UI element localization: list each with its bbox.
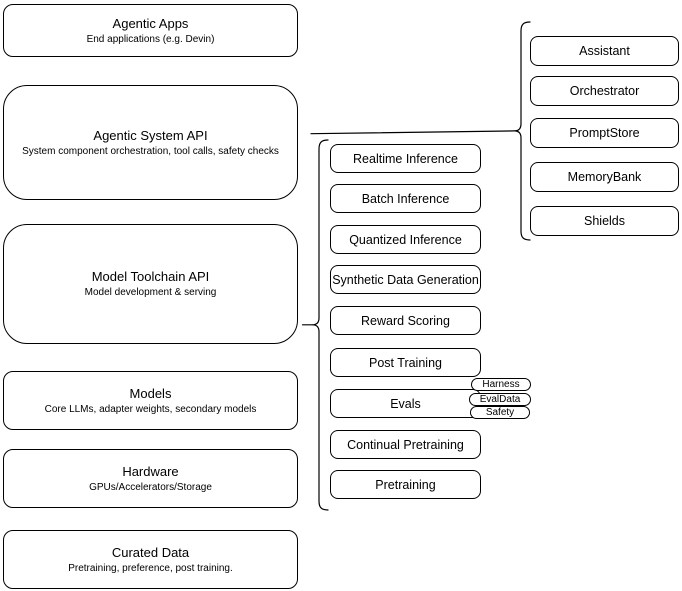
system-component-label: Assistant	[579, 44, 630, 58]
node-model-toolchain-api: Model Toolchain API Model development & …	[3, 224, 298, 344]
node-curated-data: Curated Data Pretraining, preference, po…	[3, 530, 298, 589]
node-models-title: Models	[129, 385, 172, 401]
node-agentic-system-api: Agentic System API System component orch…	[3, 85, 298, 200]
toolchain-item-label: Continual Pretraining	[347, 437, 464, 452]
system-component-label: Shields	[584, 214, 625, 228]
evals-tag-label: EvalData	[479, 394, 521, 405]
toolchain-item-synthetic-data-generation: Synthetic Data Generation	[330, 265, 481, 294]
node-agentic-apps: Agentic Apps End applications (e.g. Devi…	[3, 4, 298, 57]
toolchain-item-pretraining: Pretraining	[330, 470, 481, 499]
node-model-toolchain-api-subtitle: Model development & serving	[84, 287, 217, 298]
toolchain-item-batch-inference: Batch Inference	[330, 184, 481, 213]
node-model-toolchain-api-title: Model Toolchain API	[91, 269, 210, 284]
node-curated-data-title: Curated Data	[111, 544, 190, 560]
system-component-shields: Shields	[530, 206, 679, 236]
evals-tag-evaldata: EvalData	[469, 393, 531, 406]
node-hardware: Hardware GPUs/Accelerators/Storage	[3, 449, 298, 508]
system-component-label: PromptStore	[569, 126, 640, 140]
evals-tag-harness: Harness	[471, 378, 531, 391]
toolchain-item-label: Realtime Inference	[353, 151, 458, 166]
node-hardware-title: Hardware	[122, 463, 179, 479]
toolchain-item-continual-pretraining: Continual Pretraining	[330, 430, 481, 459]
system-component-orchestrator: Orchestrator	[530, 76, 679, 106]
toolchain-item-label: Batch Inference	[361, 191, 450, 206]
toolchain-item-label: Quantized Inference	[349, 232, 462, 247]
evals-tag-label: Harness	[482, 379, 520, 390]
brace-toolchain-items	[312, 139, 329, 511]
system-component-promptstore: PromptStore	[530, 118, 679, 148]
connector-system-api-to-components	[310, 130, 516, 135]
node-agentic-apps-subtitle: End applications (e.g. Devin)	[86, 33, 215, 45]
toolchain-item-label: Reward Scoring	[361, 313, 450, 328]
toolchain-item-realtime-inference: Realtime Inference	[330, 144, 481, 173]
toolchain-item-label: Post Training	[369, 355, 442, 370]
system-component-memorybank: MemoryBank	[530, 162, 679, 192]
toolchain-item-quantized-inference: Quantized Inference	[330, 225, 481, 254]
toolchain-item-label: Synthetic Data Generation	[332, 272, 479, 287]
brace-system-components	[514, 21, 531, 241]
toolchain-item-evals: Evals	[330, 389, 481, 418]
node-hardware-subtitle: GPUs/Accelerators/Storage	[89, 481, 212, 493]
evals-tag-label: Safety	[485, 407, 515, 418]
toolchain-item-post-training: Post Training	[330, 348, 481, 377]
node-agentic-system-api-subtitle: System component orchestration, tool cal…	[22, 145, 279, 157]
node-curated-data-subtitle: Pretraining, preference, post training.	[68, 562, 233, 574]
toolchain-item-label: Pretraining	[375, 477, 436, 492]
system-component-assistant: Assistant	[530, 36, 679, 66]
system-component-label: MemoryBank	[567, 170, 642, 184]
node-agentic-system-api-title: Agentic System API	[93, 127, 208, 143]
system-component-label: Orchestrator	[569, 84, 640, 98]
evals-tag-safety: Safety	[470, 406, 530, 419]
toolchain-item-reward-scoring: Reward Scoring	[330, 306, 481, 335]
node-agentic-apps-title: Agentic Apps	[112, 15, 189, 31]
node-models: Models Core LLMs, adapter weights, secon…	[3, 371, 298, 430]
node-models-subtitle: Core LLMs, adapter weights, secondary mo…	[44, 403, 257, 415]
toolchain-item-label: Evals	[390, 396, 421, 411]
